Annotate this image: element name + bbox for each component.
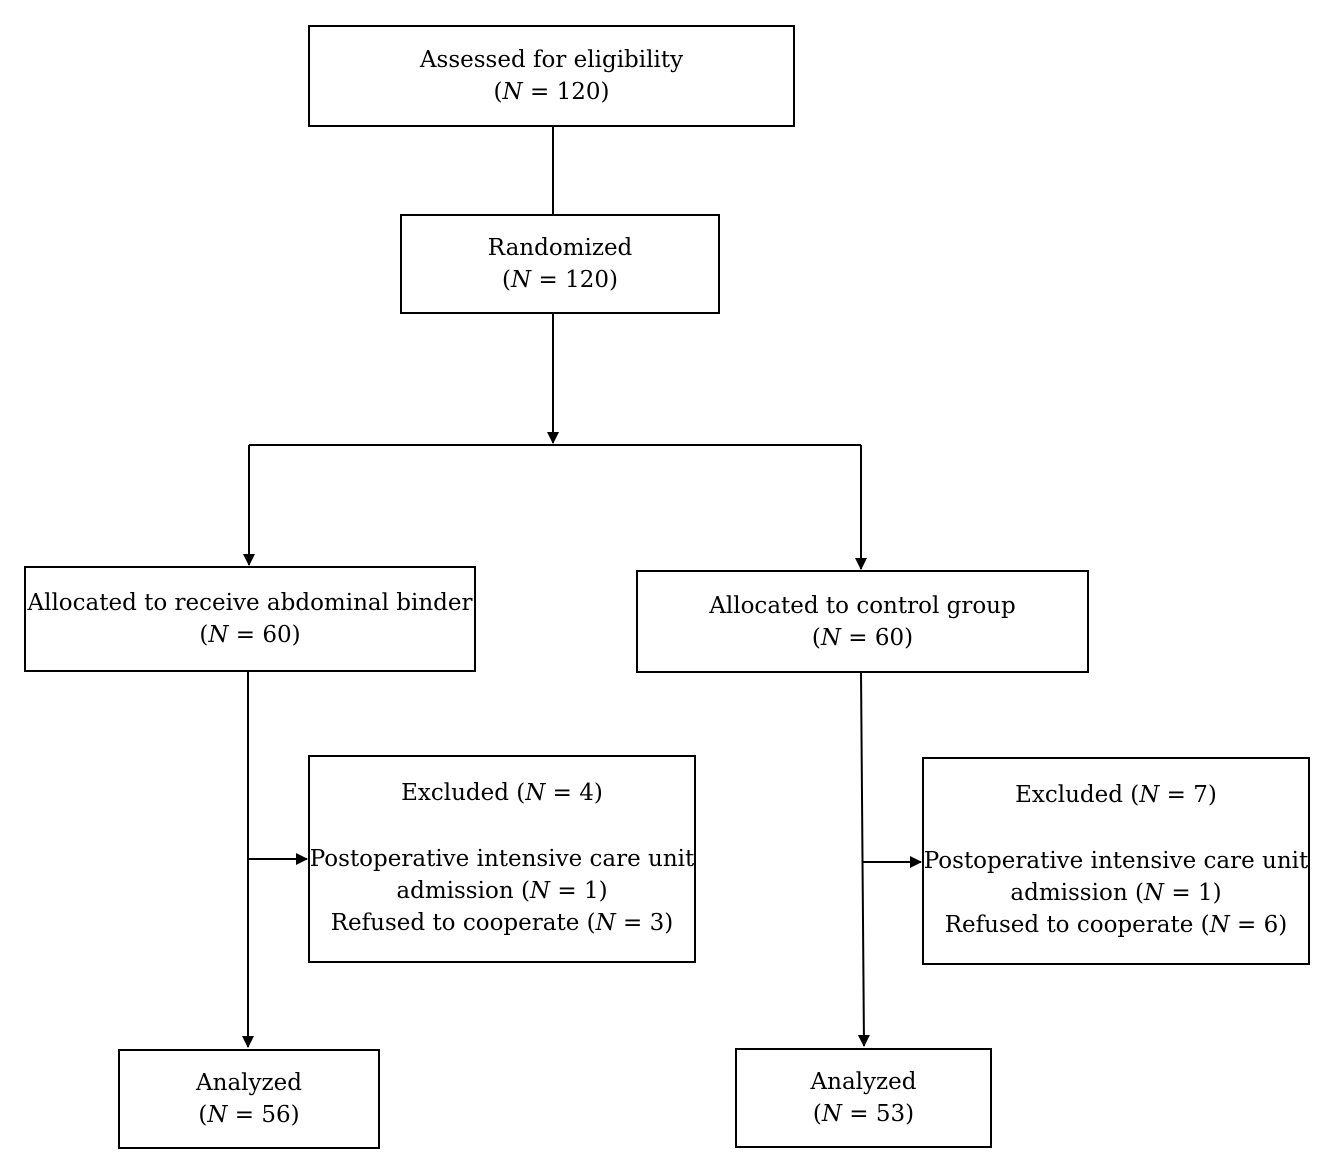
analyzed-binder-box: Analyzed (N = 56) bbox=[118, 1049, 380, 1149]
allocated-binder-title: Allocated to receive abdominal binder bbox=[27, 590, 473, 616]
analyzed-binder-count-line: (N = 56) bbox=[198, 1102, 300, 1128]
excluded-control-reason-icu-count-line: admission (N = 1) bbox=[1010, 880, 1222, 906]
allocated-control-title: Allocated to control group bbox=[709, 592, 1016, 619]
excluded-control-title: Excluded (N = 7) bbox=[1015, 782, 1217, 808]
excluded-binder-box: Excluded (N = 4) Postoperative intensive… bbox=[308, 755, 696, 963]
randomized-title: Randomized bbox=[487, 235, 633, 261]
assessed-box: Assessed for eligibility (N = 120) bbox=[308, 25, 795, 127]
assessed-count-line: (N = 120) bbox=[493, 79, 610, 105]
allocated-binder-count-line: (N = 60) bbox=[199, 622, 301, 648]
excluded-control-count: 7 bbox=[1193, 782, 1208, 808]
randomized-count: 120 bbox=[565, 267, 609, 293]
excluded-control-reason-refused: Refused to cooperate (N = 6) bbox=[944, 912, 1288, 938]
analyzed-control-box: Analyzed (N = 53) bbox=[735, 1048, 992, 1148]
allocated-control-count-line: (N = 60) bbox=[811, 624, 914, 651]
assessed-count: 120 bbox=[556, 79, 601, 105]
allocated-control-box: Allocated to control group (N = 60) bbox=[636, 570, 1089, 673]
randomized-count-line: (N = 120) bbox=[502, 267, 618, 293]
arrow-control-to-analyzed bbox=[857, 671, 870, 1047]
analyzed-control-title: Analyzed bbox=[810, 1069, 917, 1095]
analyzed-control-count-line: (N = 53) bbox=[812, 1101, 915, 1127]
allocated-binder-box: Allocated to receive abdominal binder (N… bbox=[24, 566, 476, 672]
excluded-control-reason-icu: Postoperative intensive care unit bbox=[923, 848, 1309, 874]
excluded-binder-reason-icu: Postoperative intensive care unit bbox=[309, 846, 695, 872]
analyzed-binder-title: Analyzed bbox=[196, 1070, 302, 1096]
excluded-binder-reason-refused: Refused to cooperate (N = 3) bbox=[330, 910, 674, 936]
randomized-box: Randomized (N = 120) bbox=[400, 214, 720, 314]
excluded-binder-count: 4 bbox=[579, 780, 594, 806]
excluded-binder-reason-icu-count-line: admission (N = 1) bbox=[396, 878, 608, 904]
assessed-title: Assessed for eligibility bbox=[419, 47, 684, 73]
analyzed-binder-count: 56 bbox=[261, 1102, 291, 1128]
excluded-binder-title: Excluded (N = 4) bbox=[401, 780, 603, 806]
excluded-control-box: Excluded (N = 7) Postoperative intensive… bbox=[922, 757, 1310, 965]
allocated-binder-count: 60 bbox=[262, 622, 292, 648]
analyzed-control-count: 53 bbox=[875, 1101, 906, 1127]
allocated-control-count: 60 bbox=[874, 624, 905, 651]
